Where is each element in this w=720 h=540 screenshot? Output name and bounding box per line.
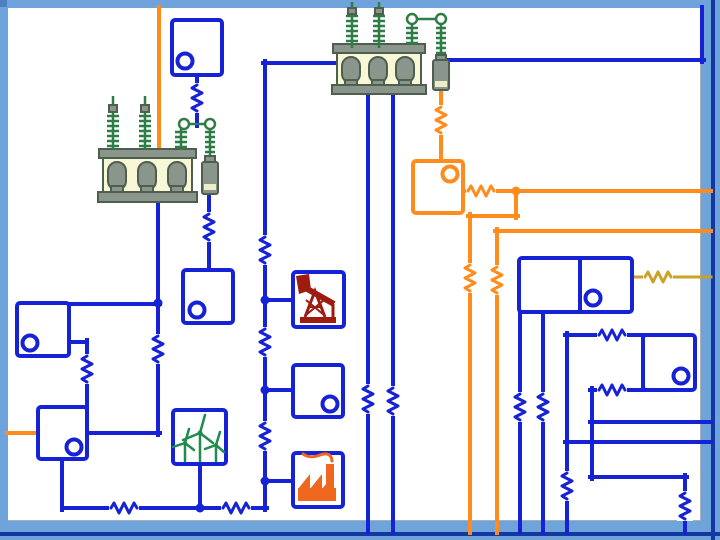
junction	[195, 503, 205, 513]
junction-dots	[153, 186, 521, 513]
insulator-stacks	[346, 2, 418, 48]
bushings	[341, 56, 415, 86]
resistor	[80, 354, 94, 384]
wind-farm[interactable]	[171, 408, 228, 466]
resistor	[513, 392, 527, 422]
junction-orange	[511, 186, 521, 196]
junction	[153, 298, 163, 308]
frame-accent-bottom	[0, 532, 720, 536]
frame-corner	[0, 0, 7, 7]
resistor	[466, 184, 496, 198]
resistor	[221, 501, 251, 515]
node-box-lower-right[interactable]	[641, 333, 697, 392]
wind-turbine-icon	[171, 413, 226, 463]
node-circle	[320, 394, 340, 414]
resistor	[643, 270, 673, 284]
node-circle	[583, 288, 603, 308]
factory-icon	[298, 452, 336, 501]
junction	[260, 385, 270, 395]
node-box-orange[interactable]	[411, 159, 465, 215]
node-circle	[20, 333, 40, 353]
resistor	[258, 421, 272, 451]
resistor	[151, 334, 165, 364]
surge-arrester-1	[201, 129, 219, 195]
resistor	[678, 491, 692, 521]
transformer-station-1[interactable]	[97, 96, 219, 203]
node-circle	[440, 164, 460, 184]
resistor	[258, 235, 272, 265]
resistor	[597, 328, 627, 342]
resistor	[490, 265, 504, 295]
resistor	[463, 263, 477, 293]
resistor	[386, 386, 400, 416]
frame-accent-right	[711, 0, 715, 540]
resistor	[202, 212, 216, 242]
transformer-top-rail	[98, 148, 197, 159]
resistor	[109, 501, 139, 515]
resistor	[361, 384, 375, 414]
resistor	[536, 392, 550, 422]
bushings	[107, 161, 187, 193]
junction	[260, 295, 270, 305]
resistor	[434, 105, 448, 135]
resistor-symbols	[79, 83, 693, 521]
node-box-left[interactable]	[15, 301, 71, 358]
node-box-top-left[interactable]	[170, 18, 224, 77]
terminal-connectors	[405, 12, 448, 26]
node-box-mid-lower[interactable]	[291, 363, 345, 419]
resistor	[597, 383, 627, 397]
oil-pumpjack[interactable]	[291, 270, 346, 329]
junction	[260, 476, 270, 486]
factory[interactable]	[291, 451, 345, 509]
node-circle	[175, 51, 195, 71]
resistor	[190, 83, 204, 113]
transformer-base	[331, 84, 427, 95]
node-box-right-wide[interactable]	[517, 256, 634, 314]
resistor	[560, 471, 574, 501]
insulator-stacks	[107, 96, 187, 150]
node-circle	[64, 437, 84, 457]
resistor	[258, 327, 272, 357]
node-box-mid[interactable]	[181, 268, 235, 325]
transformer-station-2[interactable]	[331, 2, 450, 95]
surge-arrester-2	[432, 24, 450, 91]
oil-pumpjack-icon	[296, 274, 336, 323]
node-circle	[671, 366, 691, 386]
node-circle	[187, 300, 207, 320]
node-box-left-lower[interactable]	[36, 405, 89, 461]
transformer-base	[97, 191, 198, 203]
